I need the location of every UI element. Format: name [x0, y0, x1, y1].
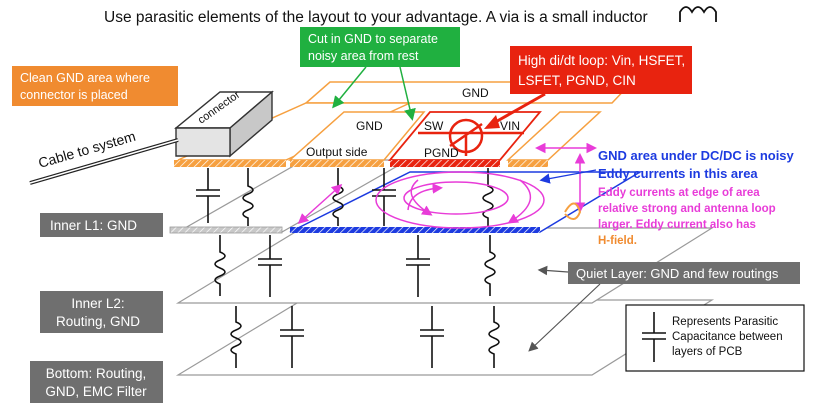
inductor-icon	[214, 235, 226, 296]
inductor-icon	[242, 168, 254, 226]
sw-label: SW	[424, 119, 444, 133]
capacitor-icon	[196, 168, 220, 223]
legend-box	[625, 304, 805, 372]
bottom-layer-plane	[175, 299, 715, 376]
high-didt-callout	[510, 46, 692, 94]
bottom-line1: Bottom: Routing,	[46, 366, 147, 381]
cut-gnd-line1: Cut in GND to separate	[308, 32, 438, 46]
quiet-layer-arrow	[537, 265, 569, 276]
top-output-side-edge	[290, 160, 384, 167]
eddy-note: Eddy currents in this area	[598, 166, 758, 181]
high-didt-line2: LSFET, PGND, CIN	[518, 73, 636, 88]
bottom-label-box	[30, 361, 163, 403]
top-gnd-left-edge	[174, 160, 286, 167]
quiet-layer-arrow-2	[528, 283, 601, 352]
l2-to-bottom-components	[230, 306, 500, 368]
quiet-layer-callout	[568, 262, 800, 284]
legend-capacitor-icon	[642, 312, 666, 362]
eddy-edge-line3: larger. Eddy current also has	[598, 219, 756, 231]
inductor-icon	[482, 168, 494, 226]
cut-gnd-line2: noisy area from rest	[308, 49, 419, 63]
gnd-under-arrow	[539, 169, 597, 184]
top-gnd-label: GND	[462, 86, 489, 100]
output-side-label: Output side	[306, 145, 368, 159]
legend-line1: Represents Parasitic	[672, 316, 778, 328]
eddy-currents	[297, 142, 597, 229]
inner-l1-edge-noisy	[290, 227, 540, 233]
inner-l1-label-box	[40, 213, 163, 237]
capacitor-icon	[406, 235, 430, 297]
clean-gnd-line2: connector is placed	[20, 88, 128, 102]
pgnd-label: PGND	[424, 146, 459, 160]
inductor-icon	[488, 306, 500, 368]
inductor-icon	[679, 6, 717, 22]
cut-gnd-arrow-2	[399, 66, 416, 121]
inner-l2-plane	[175, 227, 715, 304]
top-power-stage-edge	[390, 160, 500, 167]
inner-l1-edge-left	[169, 226, 283, 234]
high-didt-arrow	[491, 92, 546, 126]
cut-gnd-arrow-1	[332, 66, 367, 109]
inner-l2-label-box	[40, 291, 163, 333]
capacitor-icon	[420, 306, 444, 368]
high-didt-line1: High di/dt loop: Vin, HSFET,	[518, 53, 685, 68]
connector-front	[175, 127, 231, 157]
cable-highlight	[29, 139, 179, 184]
mid-gnd-label: GND	[356, 119, 383, 133]
inner-l1-label: Inner L1: GND	[50, 218, 137, 233]
hot-loop-slash	[449, 122, 483, 148]
capacitor-icon	[280, 306, 304, 368]
page-title: Use parasitic elements of the layout to …	[104, 9, 648, 26]
eddy-edge-line4: H-field.	[598, 235, 637, 247]
bottom-line2: GND, EMC Filter	[45, 384, 147, 399]
inductor-icon	[484, 235, 496, 296]
inductor-icon	[230, 306, 242, 368]
high-didt-arrowhead	[484, 115, 500, 129]
cut-gnd-callout	[300, 27, 460, 67]
inner-l2-line1: Inner L2:	[71, 296, 124, 311]
quiet-layer-label: Quiet Layer: GND and few routings	[576, 266, 779, 281]
eddy-edge-line1: Eddy currents at edge of area	[598, 187, 760, 199]
capacitor-icon	[258, 235, 282, 297]
top-to-l1-components	[196, 168, 494, 226]
gnd-under-note: GND area under DC/DC is noisy	[598, 148, 795, 163]
eddy-edge-line2: relative strong and antenna loop	[598, 203, 776, 215]
legend-line3: layers of PCB	[672, 346, 743, 358]
clean-gnd-callout	[12, 66, 178, 106]
legend-line2: Capacitance between	[672, 331, 783, 343]
h-field-arrow	[564, 202, 582, 220]
clean-gnd-line1: Clean GND area where	[20, 71, 150, 85]
top-gnd-right-edge	[508, 160, 548, 167]
l1-to-l2-components	[214, 235, 496, 297]
inner-l2-line2: Routing, GND	[56, 314, 140, 329]
vin-label: VIN	[500, 119, 520, 133]
